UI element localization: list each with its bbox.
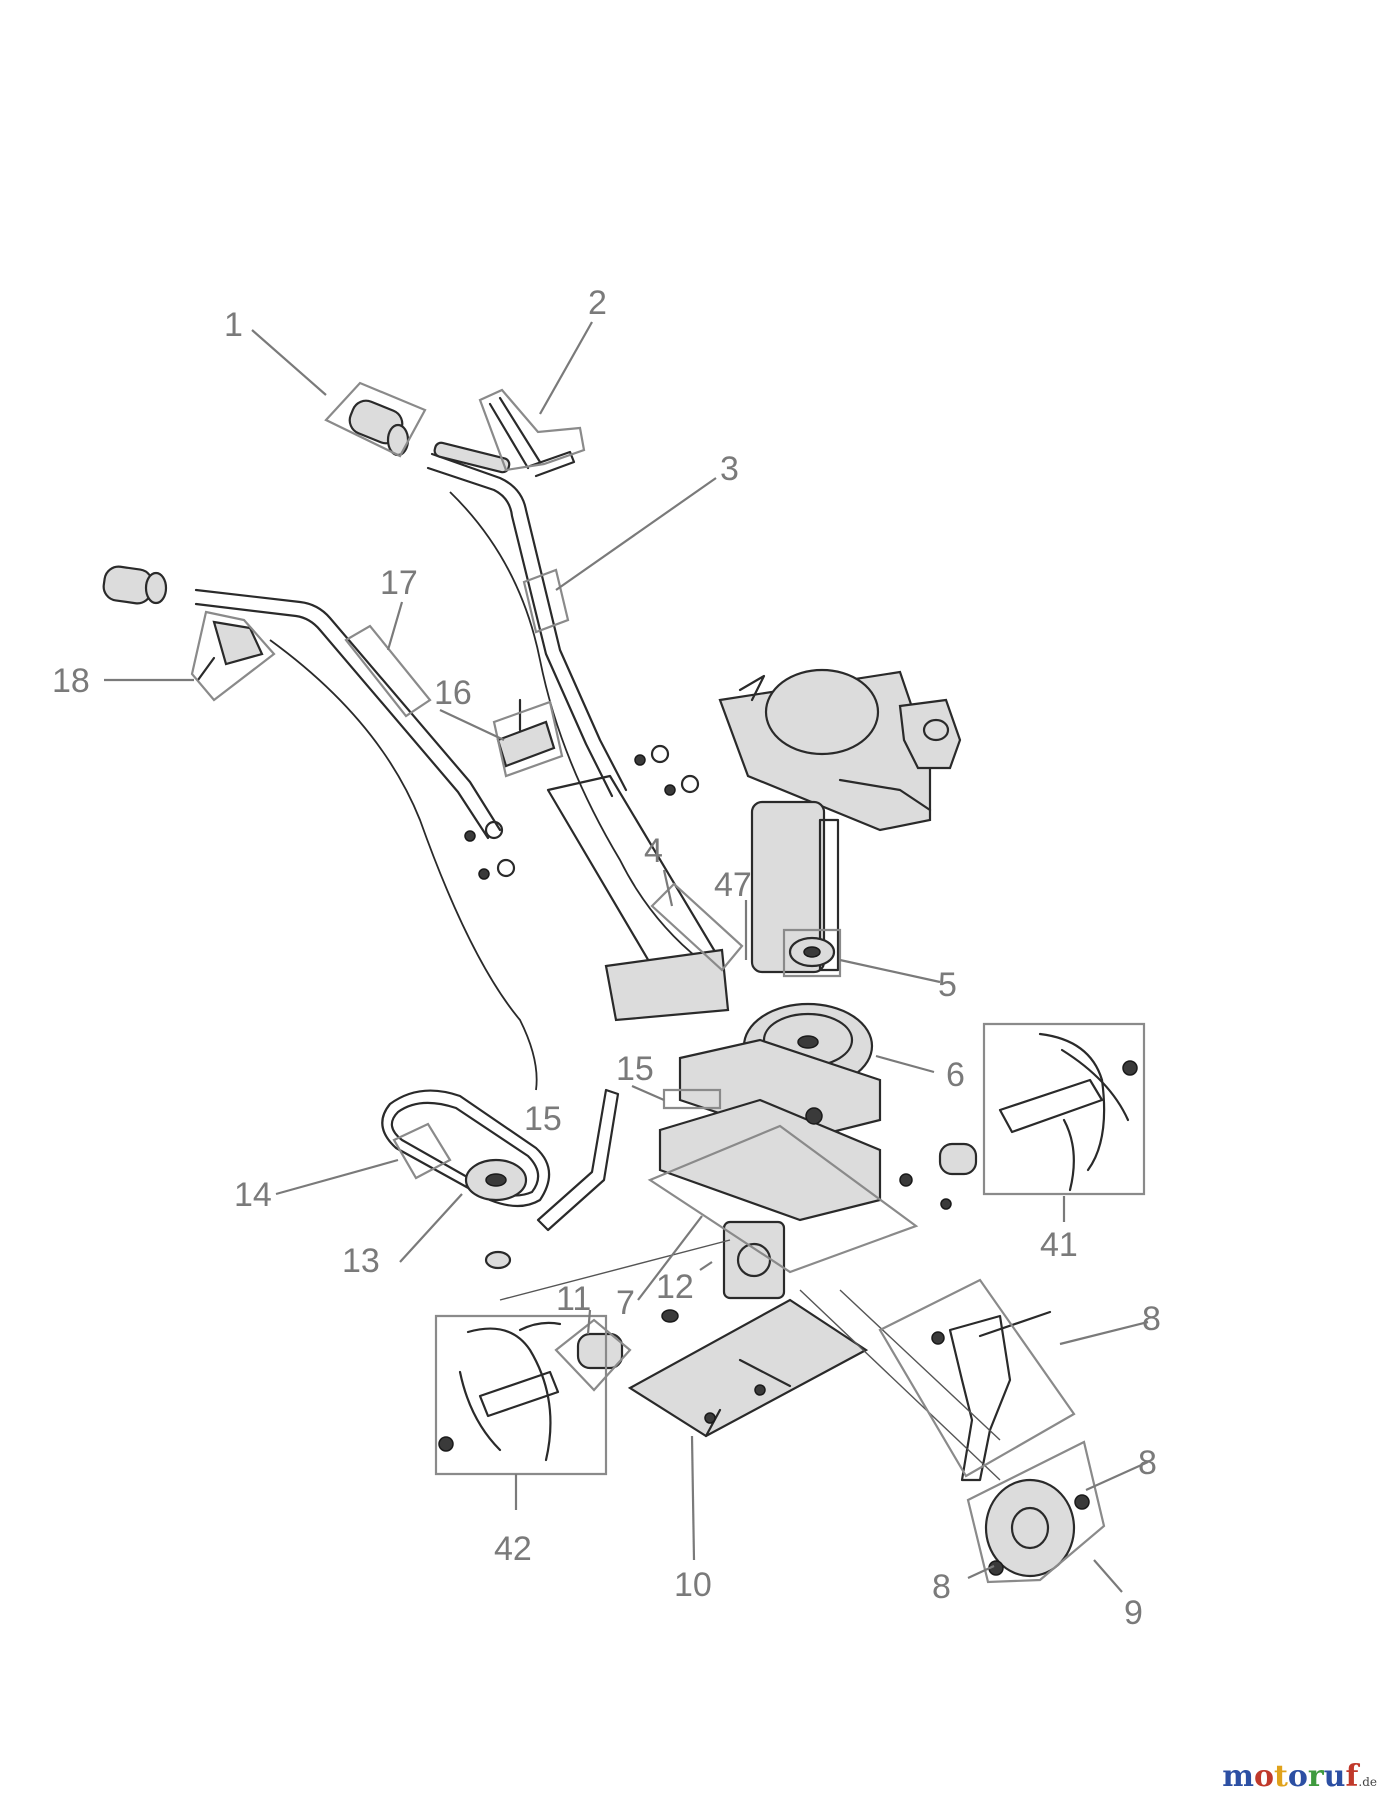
part-number-9: 9 (1124, 1594, 1143, 1632)
engine-mount-plate (658, 1038, 882, 1222)
cable-clamp (196, 620, 264, 682)
callout-box-18 (190, 610, 276, 702)
gearbox (722, 1220, 786, 1300)
part-number-7: 7 (616, 1284, 635, 1322)
callout-box-8 (878, 1278, 1076, 1478)
watermark-letter: r (1307, 1759, 1324, 1794)
left-tine-assembly (438, 1321, 562, 1462)
right-handlebar (426, 441, 628, 798)
watermark-letter: t (1273, 1759, 1288, 1794)
callout-box-15 (662, 1088, 722, 1110)
part-number-11: 11 (556, 1280, 591, 1318)
right-tine-assembly (998, 1032, 1138, 1192)
left-tine-bushing (576, 1309, 679, 1370)
part-number-2: 2 (588, 284, 607, 322)
part-number-6: 6 (946, 1056, 965, 1094)
tine-shield (627, 1298, 869, 1438)
wheel-bracket (931, 1310, 1052, 1482)
part-number-47: 47 (714, 866, 752, 904)
callout-box-11 (554, 1318, 632, 1392)
part-number-8b: 8 (1138, 1444, 1157, 1482)
part-number-4: 4 (644, 832, 663, 870)
watermark-letter: u (1323, 1759, 1346, 1794)
callout-box-14 (392, 1122, 452, 1180)
part-number-3: 3 (720, 450, 739, 488)
callout-box-41 (982, 1022, 1146, 1196)
watermark-domain: .de (1358, 1775, 1377, 1789)
tine-shaft-bushing (899, 1142, 978, 1210)
part-number-14: 14 (234, 1176, 272, 1214)
right-handle-grip (348, 399, 410, 457)
part-number-12: 12 (656, 1268, 694, 1306)
part-number-15a: 15 (616, 1050, 654, 1088)
drive-belt (381, 1089, 551, 1208)
part-number-1: 1 (224, 306, 243, 344)
callout-box-3 (522, 568, 570, 634)
watermark-brand: motoruf (1222, 1759, 1358, 1794)
clutch-cable (269, 639, 538, 1091)
left-handlebar (194, 588, 502, 840)
transport-wheel (984, 1478, 1090, 1578)
callout-box-2 (478, 388, 586, 472)
throttle-lever (488, 396, 576, 478)
part-number-5: 5 (938, 966, 957, 1004)
part-number-41: 41 (1040, 1226, 1078, 1264)
watermark-letter: o (1287, 1759, 1308, 1794)
part-number-8a: 8 (1142, 1300, 1161, 1338)
part-number-42: 42 (494, 1530, 532, 1568)
motoruf-watermark-logo: motoruf.de (1222, 1759, 1377, 1794)
control-rod (536, 1088, 620, 1232)
handle-support-tube (546, 774, 730, 1022)
upper-pulley (788, 936, 836, 968)
lower-pulley (464, 1158, 528, 1270)
part-number-18: 18 (52, 662, 90, 700)
watermark-letter: o (1253, 1759, 1274, 1794)
connection-line (799, 1289, 1001, 1481)
left-handle-grip (102, 565, 168, 605)
part-number-8c: 8 (932, 1568, 951, 1606)
callout-box-9 (966, 1440, 1106, 1584)
callout-box-5 (782, 928, 842, 978)
callout-box-16 (492, 700, 564, 778)
part-number-16: 16 (434, 674, 472, 712)
callout-box-7 (647, 1124, 919, 1274)
connection-line (839, 1289, 1001, 1441)
watermark-letter: f (1345, 1759, 1359, 1794)
watermark-letter: m (1222, 1759, 1254, 1794)
handle-bolts (464, 744, 700, 880)
handle-bracket (496, 698, 556, 768)
part-number-10: 10 (674, 1566, 712, 1604)
throttle-cable (449, 491, 701, 961)
callout-box-4 (650, 882, 744, 972)
part-number-15b: 15 (524, 1100, 562, 1138)
callout-box-1 (324, 381, 427, 458)
part-number-17: 17 (380, 564, 418, 602)
part-number-13: 13 (342, 1242, 380, 1280)
callout-box-17 (344, 624, 432, 718)
callout-box-42 (434, 1314, 608, 1476)
engine (718, 668, 962, 832)
connection-line (499, 1239, 731, 1301)
leader-lines (104, 321, 1149, 1593)
